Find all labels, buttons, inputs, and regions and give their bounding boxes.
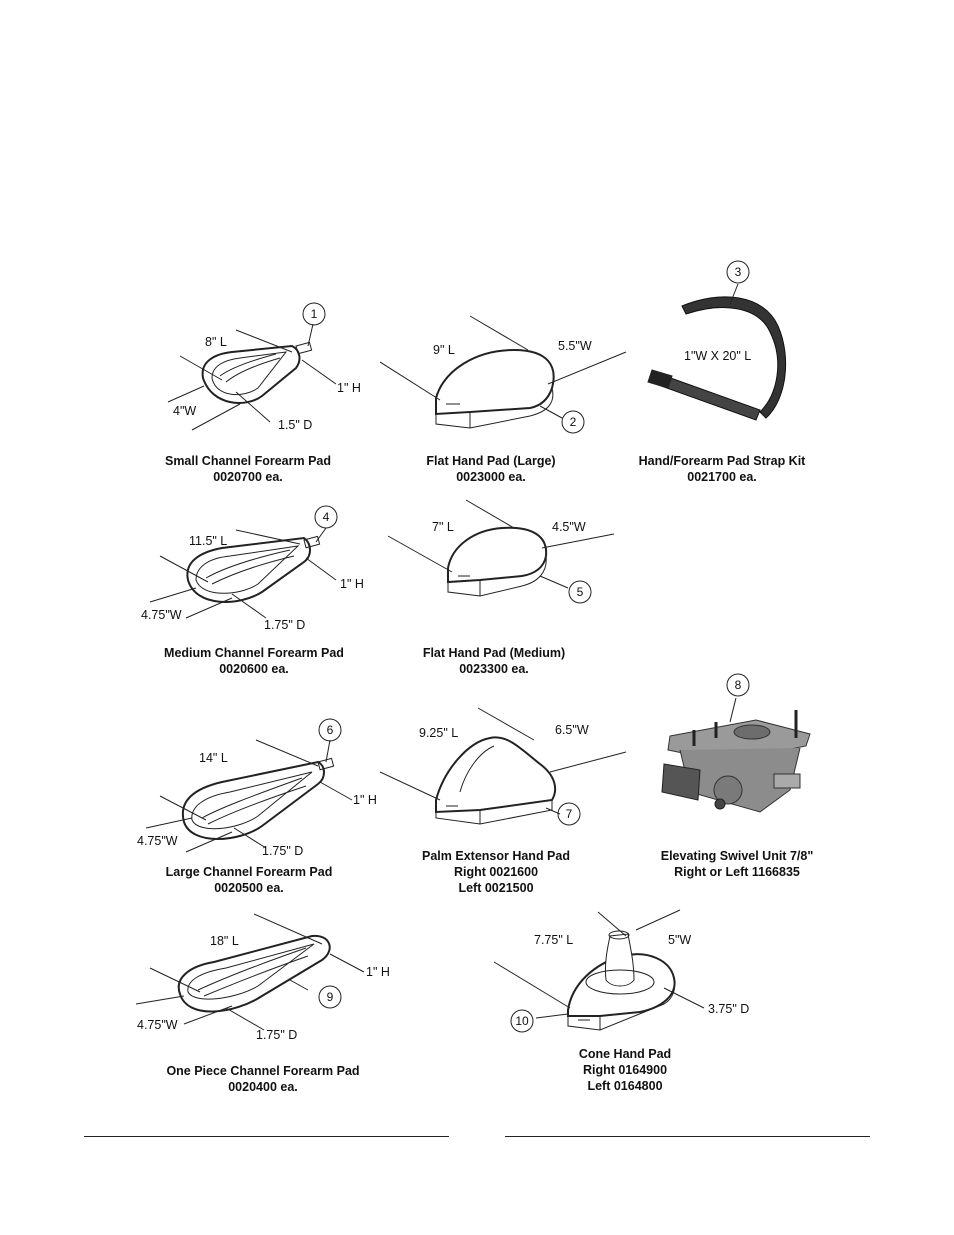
dim-label: 1" H: [337, 381, 361, 395]
caption-part-number-left: Left 0164800: [587, 1079, 663, 1093]
dim-label: 5.5"W: [558, 339, 592, 353]
caption-title: Flat Hand Pad (Medium): [422, 646, 566, 660]
caption-elevating-swivel-unit: Elevating Swivel Unit 7/8" Right or Left…: [661, 848, 814, 880]
callout-9: 9: [327, 990, 334, 1004]
dim-label: 11.5" L: [189, 534, 227, 548]
caption-title: Elevating Swivel Unit 7/8": [660, 849, 814, 863]
caption-part-number-right: Right 0164900: [582, 1063, 668, 1077]
caption-title: Medium Channel Forearm Pad: [164, 646, 344, 660]
dim-label: 14" L: [199, 751, 228, 765]
dim-label: 7.75" L: [534, 933, 573, 947]
dim-label: 5"W: [668, 933, 691, 947]
small-channel-forearm-pad-drawing: [167, 323, 337, 431]
caption-title: Palm Extensor Hand Pad: [422, 849, 570, 863]
caption-medium-channel-forearm-pad: Medium Channel Forearm Pad 0020600 ea.: [164, 645, 344, 677]
dim-label: 4.5"W: [552, 520, 586, 534]
caption-part-number: 0021700 ea.: [687, 470, 757, 484]
dim-label: 4"W: [173, 404, 196, 418]
dim-label: 6.5"W: [555, 723, 589, 737]
dim-label: 1" H: [366, 965, 390, 979]
dim-label: 4.75"W: [137, 834, 178, 848]
footer-rule-right: [505, 1136, 870, 1137]
dim-label: 1" H: [353, 793, 377, 807]
caption-title: Flat Hand Pad (Large): [426, 454, 556, 468]
caption-part-number: 0020500 ea.: [214, 881, 284, 895]
caption-title: Hand/Forearm Pad Strap Kit: [638, 454, 806, 468]
caption-part-number-left: Left 0021500: [458, 881, 534, 895]
dim-label: 7" L: [432, 520, 454, 534]
dim-label: 8" L: [205, 335, 227, 349]
dim-label: 1.75" D: [256, 1028, 297, 1042]
strap-kit-drawing: [647, 283, 787, 421]
caption-large-channel-forearm-pad: Large Channel Forearm Pad 0020500 ea.: [166, 864, 333, 896]
dim-label: 18" L: [210, 934, 239, 948]
callout-7: 7: [566, 807, 573, 821]
dim-label: 1" H: [340, 577, 364, 591]
caption-small-channel-forearm-pad: Small Channel Forearm Pad 0020700 ea.: [165, 453, 331, 485]
callout-8: 8: [735, 678, 742, 692]
caption-strap-kit: Hand/Forearm Pad Strap Kit 0021700 ea.: [639, 453, 806, 485]
callout-5: 5: [577, 585, 584, 599]
flat-hand-pad-large-drawing: [379, 315, 627, 429]
dim-label: 4.75"W: [141, 608, 182, 622]
palm-extensor-hand-pad-drawing: [379, 707, 627, 825]
flat-hand-pad-medium-drawing: [387, 499, 615, 597]
callout-3: 3: [735, 265, 742, 279]
caption-part-number: Right or Left 1166835: [674, 865, 800, 879]
dim-label: 4.75"W: [137, 1018, 178, 1032]
dim-label: 1.75" D: [262, 844, 303, 858]
caption-part-number: 0020700 ea.: [213, 470, 283, 484]
dim-label: 9.25" L: [419, 726, 458, 740]
caption-flat-hand-pad-large: Flat Hand Pad (Large) 0023000 ea.: [426, 453, 555, 485]
caption-flat-hand-pad-medium: Flat Hand Pad (Medium) 0023300 ea.: [423, 645, 565, 677]
caption-title: Large Channel Forearm Pad: [165, 865, 333, 879]
one-piece-channel-forearm-pad-drawing: [135, 913, 365, 1031]
caption-title: One Piece Channel Forearm Pad: [166, 1064, 360, 1078]
caption-part-number-right: Right 0021600: [453, 865, 539, 879]
callout-6: 6: [327, 723, 334, 737]
dim-label: 1.75" D: [264, 618, 305, 632]
callout-1: 1: [311, 307, 318, 321]
callout-4: 4: [323, 510, 330, 524]
cone-hand-pad-drawing: [493, 909, 705, 1031]
dim-label: 3.75" D: [708, 1002, 749, 1016]
caption-palm-extensor-hand-pad: Palm Extensor Hand Pad Right 0021600 Lef…: [422, 848, 570, 896]
elevating-swivel-unit-drawing: [661, 697, 811, 813]
caption-title: Cone Hand Pad: [578, 1047, 672, 1061]
dim-label: 1"W X 20" L: [684, 349, 751, 363]
dim-label: 1.5" D: [278, 418, 312, 432]
large-channel-forearm-pad-drawing: [145, 739, 353, 853]
medium-channel-forearm-pad-drawing: [149, 527, 337, 619]
caption-one-piece-channel-forearm-pad: One Piece Channel Forearm Pad 0020400 ea…: [166, 1063, 359, 1095]
caption-part-number: 0023000 ea.: [456, 470, 526, 484]
footer-rule-left: [84, 1136, 449, 1137]
callout-10: 10: [515, 1014, 529, 1028]
caption-part-number: 0020400 ea.: [228, 1080, 298, 1094]
caption-title: Small Channel Forearm Pad: [164, 454, 332, 468]
caption-cone-hand-pad: Cone Hand Pad Right 0164900 Left 0164800: [579, 1046, 671, 1094]
caption-part-number: 0023300 ea.: [459, 662, 529, 676]
caption-part-number: 0020600 ea.: [219, 662, 289, 676]
dim-label: 9" L: [433, 343, 455, 357]
callout-2: 2: [570, 415, 577, 429]
